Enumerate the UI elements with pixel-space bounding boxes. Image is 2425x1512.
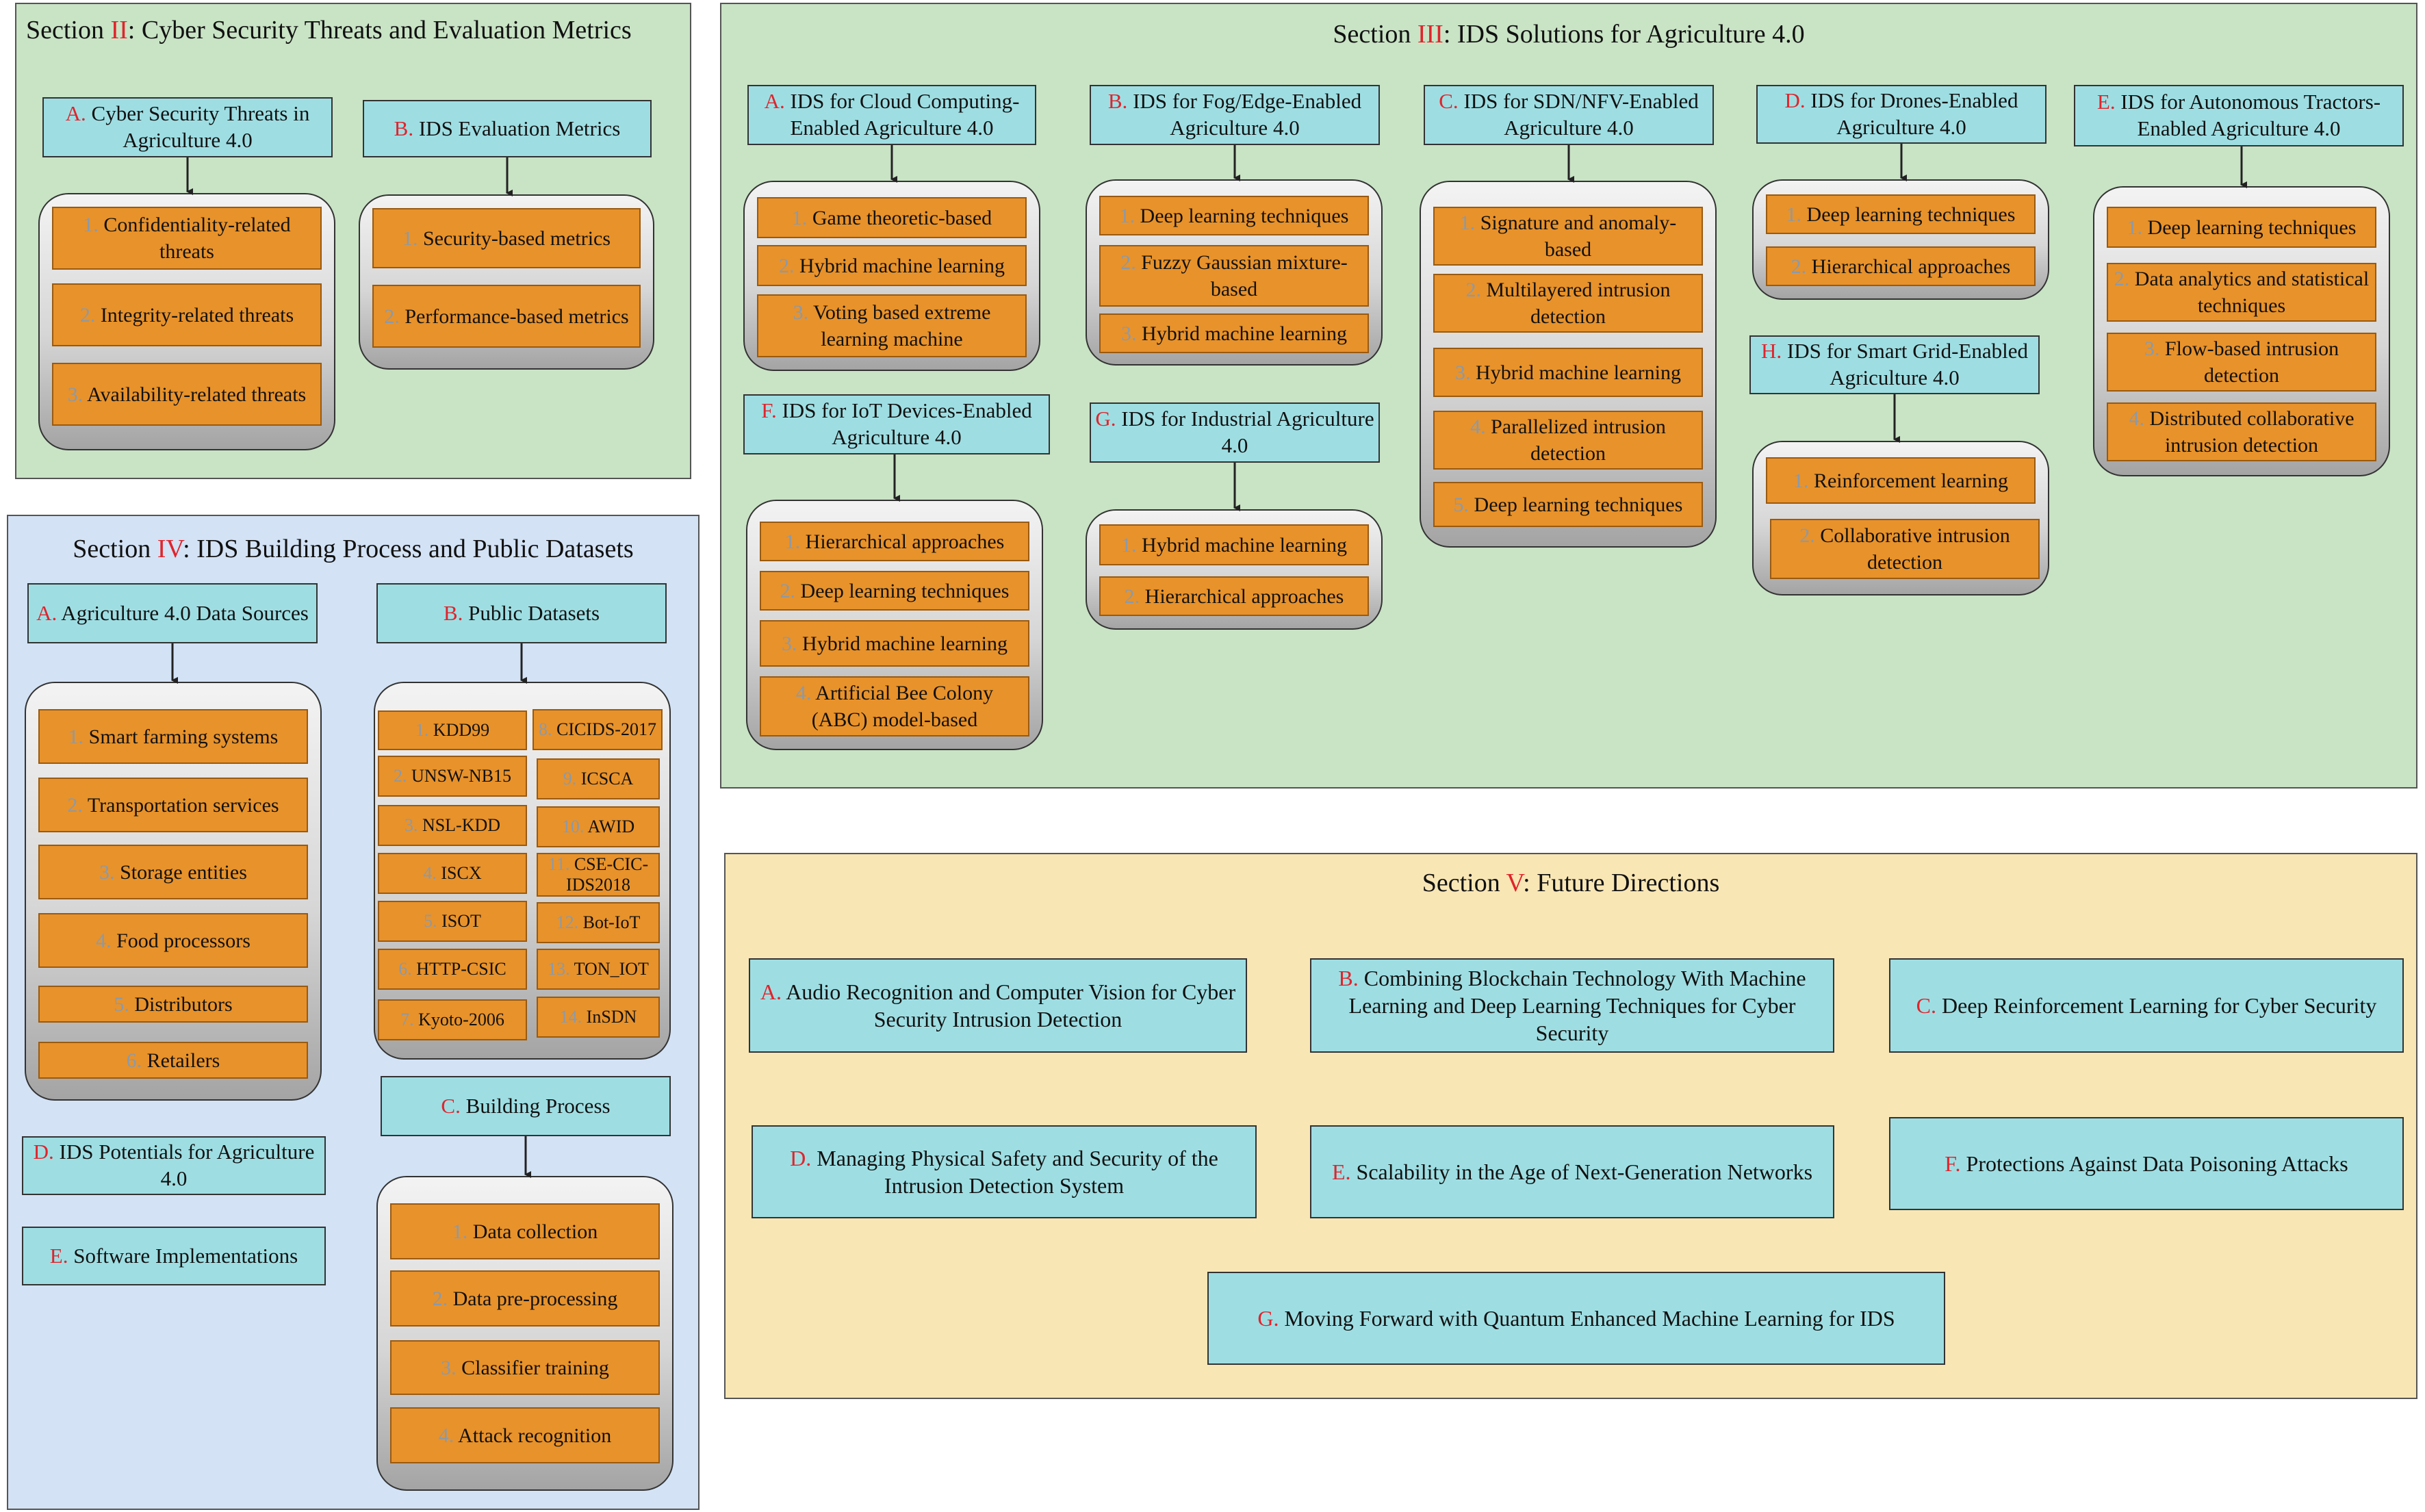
s4-b-dataset-3: 3. NSL-KDD: [378, 805, 527, 846]
s4-b-dataset-4: 4. ISCX: [378, 853, 527, 894]
s3-c-item-5: 5. Deep learning techniques: [1433, 482, 1703, 527]
s3-e-header: E. IDS for Autonomous Tractors-Enabled A…: [2074, 85, 2404, 146]
s3-f-item-3: 3. Hybrid machine learning: [760, 620, 1029, 667]
s4-b-header: B. Public Datasets: [376, 583, 667, 643]
s2-a-item-2: 2. Integrity-related threats: [52, 283, 322, 346]
section-2-title: Section II: Cyber Security Threats and E…: [26, 16, 632, 44]
s2-a-header: A. Cyber Security Threats in Agriculture…: [42, 97, 333, 157]
s4-e-header: E. Software Implementations: [22, 1227, 326, 1285]
s5-c-box: C. Deep Reinforcement Learning for Cyber…: [1889, 958, 2404, 1053]
s4-b-dataset-11: 11. CSE-CIC-IDS2018: [537, 853, 660, 897]
s4-b-dataset-10: 10. AWID: [537, 806, 660, 847]
s3-d-header: D. IDS for Drones-Enabled Agriculture 4.…: [1756, 85, 2047, 144]
s5-b-box: B. Combining Blockchain Technology With …: [1310, 958, 1834, 1053]
s3-f-item-2: 2. Deep learning techniques: [760, 571, 1029, 611]
s3-e-item-2: 2. Data analytics and statistical techni…: [2107, 263, 2376, 322]
s3-d-item-2: 2. Hierarchical approaches: [1766, 246, 2036, 286]
s3-a-item-3: 3. Voting based extreme learning machine: [757, 294, 1027, 357]
s4-c-item-3: 3. Classifier training: [390, 1340, 660, 1395]
s4-a-item-5: 5. Distributors: [38, 986, 308, 1023]
s4-d-header: D. IDS Potentials for Agriculture 4.0: [22, 1136, 326, 1195]
s4-b-dataset-5: 5. ISOT: [378, 901, 527, 942]
s4-b-dataset-14: 14. InSDN: [537, 997, 660, 1038]
s2-a-item-1: 1. Confidentiality-related threats: [52, 207, 322, 270]
s3-e-item-1: 1. Deep learning techniques: [2107, 207, 2376, 248]
s3-c-item-1: 1. Signature and anomaly-based: [1433, 207, 1703, 266]
s4-c-item-2: 2. Data pre-processing: [390, 1270, 660, 1327]
s3-c-item-2: 2. Multilayered intrusion detection: [1433, 274, 1703, 333]
s4-b-dataset-1: 1. KDD99: [378, 710, 527, 750]
s3-h-item-2: 2. Collaborative intrusion detection: [1770, 519, 2040, 579]
s3-c-header: C. IDS for SDN/NFV-Enabled Agriculture 4…: [1424, 85, 1714, 145]
s3-g-item-2: 2. Hierarchical approaches: [1099, 576, 1369, 616]
s4-b-dataset-12: 12. Bot-IoT: [537, 902, 660, 943]
s2-b-header: B. IDS Evaluation Metrics: [363, 100, 652, 157]
s4-b-dataset-9: 9. ICSCA: [537, 758, 660, 799]
section-5-title: Section V: Future Directions: [1422, 869, 1720, 897]
s4-b-dataset-6: 6. HTTP-CSIC: [378, 949, 527, 990]
s4-b-dataset-13: 13. TON_IOT: [537, 949, 660, 990]
s3-a-header: A. IDS for Cloud Computing-Enabled Agric…: [747, 85, 1036, 145]
s3-d-item-1: 1. Deep learning techniques: [1766, 194, 2036, 234]
s2-b-item-2: 2. Performance-based metrics: [372, 285, 641, 348]
s3-b-item-3: 3. Hybrid machine learning: [1099, 313, 1369, 353]
s4-a-item-1: 1. Smart farming systems: [38, 709, 308, 764]
s4-a-item-4: 4. Food processors: [38, 913, 308, 968]
s4-c-item-1: 1. Data collection: [390, 1203, 660, 1259]
section-4-title: Section IV: IDS Building Process and Pub…: [73, 535, 634, 563]
s5-g-box: G. Moving Forward with Quantum Enhanced …: [1207, 1272, 1945, 1365]
s5-a-box: A. Audio Recognition and Computer Vision…: [749, 958, 1247, 1053]
s3-c-item-3: 3. Hybrid machine learning: [1433, 348, 1703, 397]
section-3-title: Section III: IDS Solutions for Agricultu…: [1333, 20, 1805, 49]
s3-b-item-1: 1. Deep learning techniques: [1099, 196, 1369, 235]
s2-a-item-3: 3. Availability-related threats: [52, 363, 322, 426]
s3-f-header: F. IDS for IoT Devices-Enabled Agricultu…: [743, 394, 1050, 454]
s3-e-item-4: 4. Distributed collaborative intrusion d…: [2107, 402, 2376, 461]
s3-h-item-1: 1. Reinforcement learning: [1766, 457, 2036, 504]
s2-b-item-1: 1. Security-based metrics: [372, 208, 641, 268]
s4-a-header: A. Agriculture 4.0 Data Sources: [27, 583, 318, 643]
s3-c-item-4: 4. Parallelized intrusion detection: [1433, 411, 1703, 470]
s3-f-item-1: 1. Hierarchical approaches: [760, 522, 1029, 561]
s4-b-dataset-7: 7. Kyoto-2006: [378, 999, 527, 1040]
s3-a-item-2: 2. Hybrid machine learning: [757, 245, 1027, 286]
s5-e-box: E. Scalability in the Age of Next-Genera…: [1310, 1125, 1834, 1218]
s5-f-box: F. Protections Against Data Poisoning At…: [1889, 1117, 2404, 1210]
s3-h-header: H. IDS for Smart Grid-Enabled Agricultur…: [1749, 335, 2040, 394]
s4-c-header: C. Building Process: [381, 1076, 671, 1136]
s4-b-dataset-2: 2. UNSW-NB15: [378, 756, 527, 797]
s3-e-item-3: 3. Flow-based intrusion detection: [2107, 333, 2376, 392]
s3-g-header: G. IDS for Industrial Agriculture 4.0: [1090, 402, 1380, 463]
s4-c-item-4: 4. Attack recognition: [390, 1407, 660, 1463]
s3-g-item-1: 1. Hybrid machine learning: [1099, 524, 1369, 565]
s3-f-item-4: 4. Artificial Bee Colony (ABC) model-bas…: [760, 676, 1029, 736]
s4-b-dataset-8: 8. CICIDS-2017: [533, 709, 663, 750]
s3-b-item-2: 2. Fuzzy Gaussian mixture-based: [1099, 245, 1369, 307]
s4-a-item-3: 3. Storage entities: [38, 845, 308, 899]
s5-d-box: D. Managing Physical Safety and Security…: [752, 1125, 1257, 1218]
s3-a-item-1: 1. Game theoretic-based: [757, 197, 1027, 238]
s4-a-item-6: 6. Retailers: [38, 1042, 308, 1079]
s3-b-header: B. IDS for Fog/Edge-Enabled Agriculture …: [1090, 85, 1380, 145]
s4-a-item-2: 2. Transportation services: [38, 778, 308, 832]
